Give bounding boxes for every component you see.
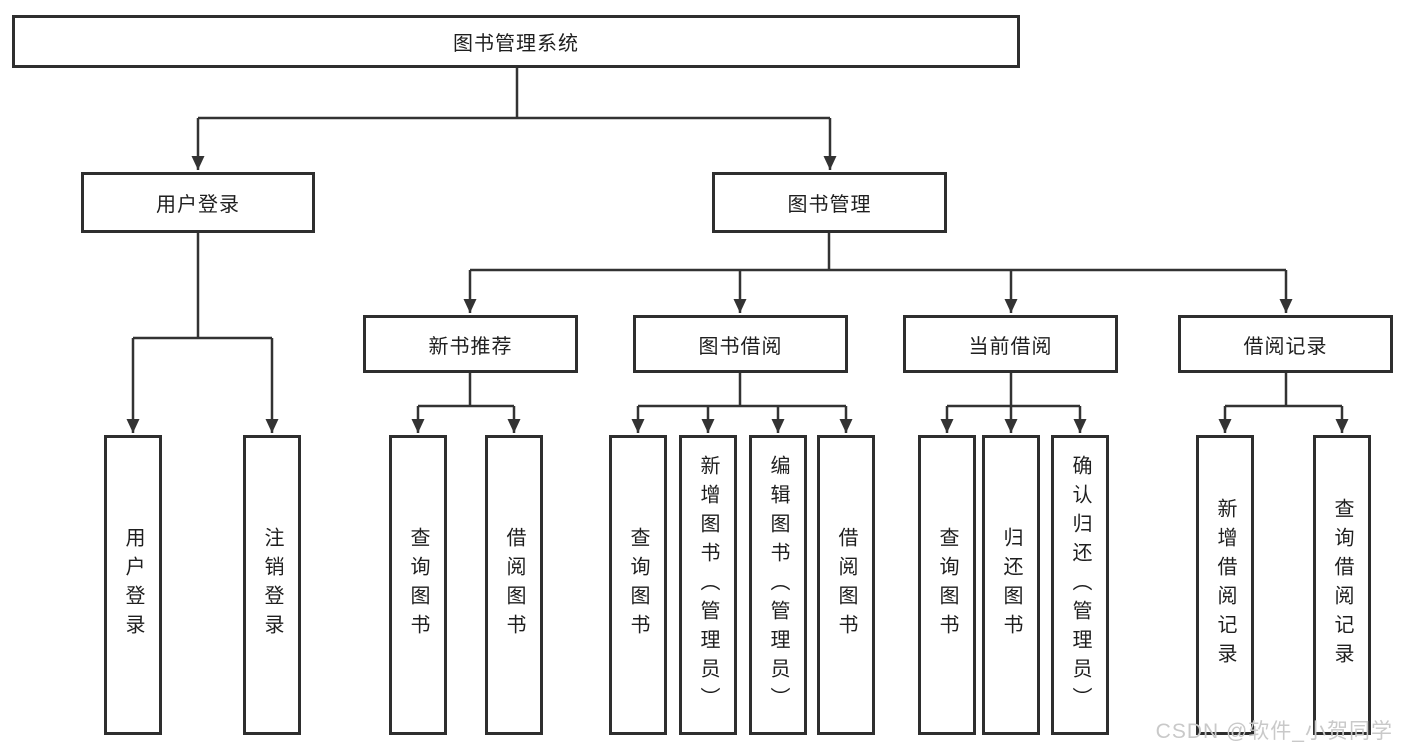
node-label: 新增图书（管理员） [697, 454, 719, 716]
leaf-borrow-book-recommend: 借阅图书 [485, 435, 543, 735]
leaf-edit-book-admin: 编辑图书（管理员） [749, 435, 807, 735]
node-label: 注销登录 [261, 527, 283, 643]
node-label: 确认归还（管理员） [1069, 454, 1091, 716]
node-label: 查询图书 [627, 527, 649, 643]
node-label: 查询图书 [407, 527, 429, 643]
node-label: 用户登录 [156, 194, 240, 216]
leaf-confirm-return-admin: 确认归还（管理员） [1051, 435, 1109, 735]
node-label: 查询图书 [936, 527, 958, 643]
leaf-borrow-book: 借阅图书 [817, 435, 875, 735]
node-label: 新增借阅记录 [1214, 498, 1236, 672]
node-label: 借阅图书 [835, 527, 857, 643]
node-label: 新书推荐 [428, 335, 513, 358]
leaf-logout: 注销登录 [243, 435, 301, 735]
csdn-watermark: CSDN @软件_小贺同学 [1155, 720, 1393, 743]
node-user-login: 用户登录 [81, 172, 315, 233]
node-label: 借阅记录 [1243, 335, 1328, 358]
leaf-add-book-admin: 新增图书（管理员） [679, 435, 737, 735]
leaf-query-book-recommend: 查询图书 [389, 435, 447, 735]
node-label: 用户登录 [122, 527, 144, 643]
leaf-add-borrow-record: 新增借阅记录 [1196, 435, 1254, 735]
node-book-borrow: 图书借阅 [633, 315, 848, 373]
node-new-book-recommend: 新书推荐 [363, 315, 578, 373]
node-library-management-system: 图书管理系统 [12, 15, 1020, 68]
node-label: 借阅图书 [503, 527, 525, 643]
leaf-user-login: 用户登录 [104, 435, 162, 735]
leaf-return-book: 归还图书 [982, 435, 1040, 735]
leaf-query-book-current: 查询图书 [918, 435, 976, 735]
leaf-query-book-borrow: 查询图书 [609, 435, 667, 735]
node-label: 当前借阅 [968, 335, 1053, 358]
leaf-query-borrow-record: 查询借阅记录 [1313, 435, 1371, 735]
node-book-management: 图书管理 [712, 172, 947, 233]
node-label: 图书借阅 [698, 335, 783, 358]
node-label: 编辑图书（管理员） [767, 454, 789, 716]
node-label: 图书管理 [787, 194, 872, 216]
node-current-borrow: 当前借阅 [903, 315, 1118, 373]
node-label: 图书管理系统 [453, 33, 579, 55]
node-label: 查询借阅记录 [1331, 498, 1353, 672]
node-label: 归还图书 [1000, 527, 1022, 643]
node-borrow-records: 借阅记录 [1178, 315, 1393, 373]
